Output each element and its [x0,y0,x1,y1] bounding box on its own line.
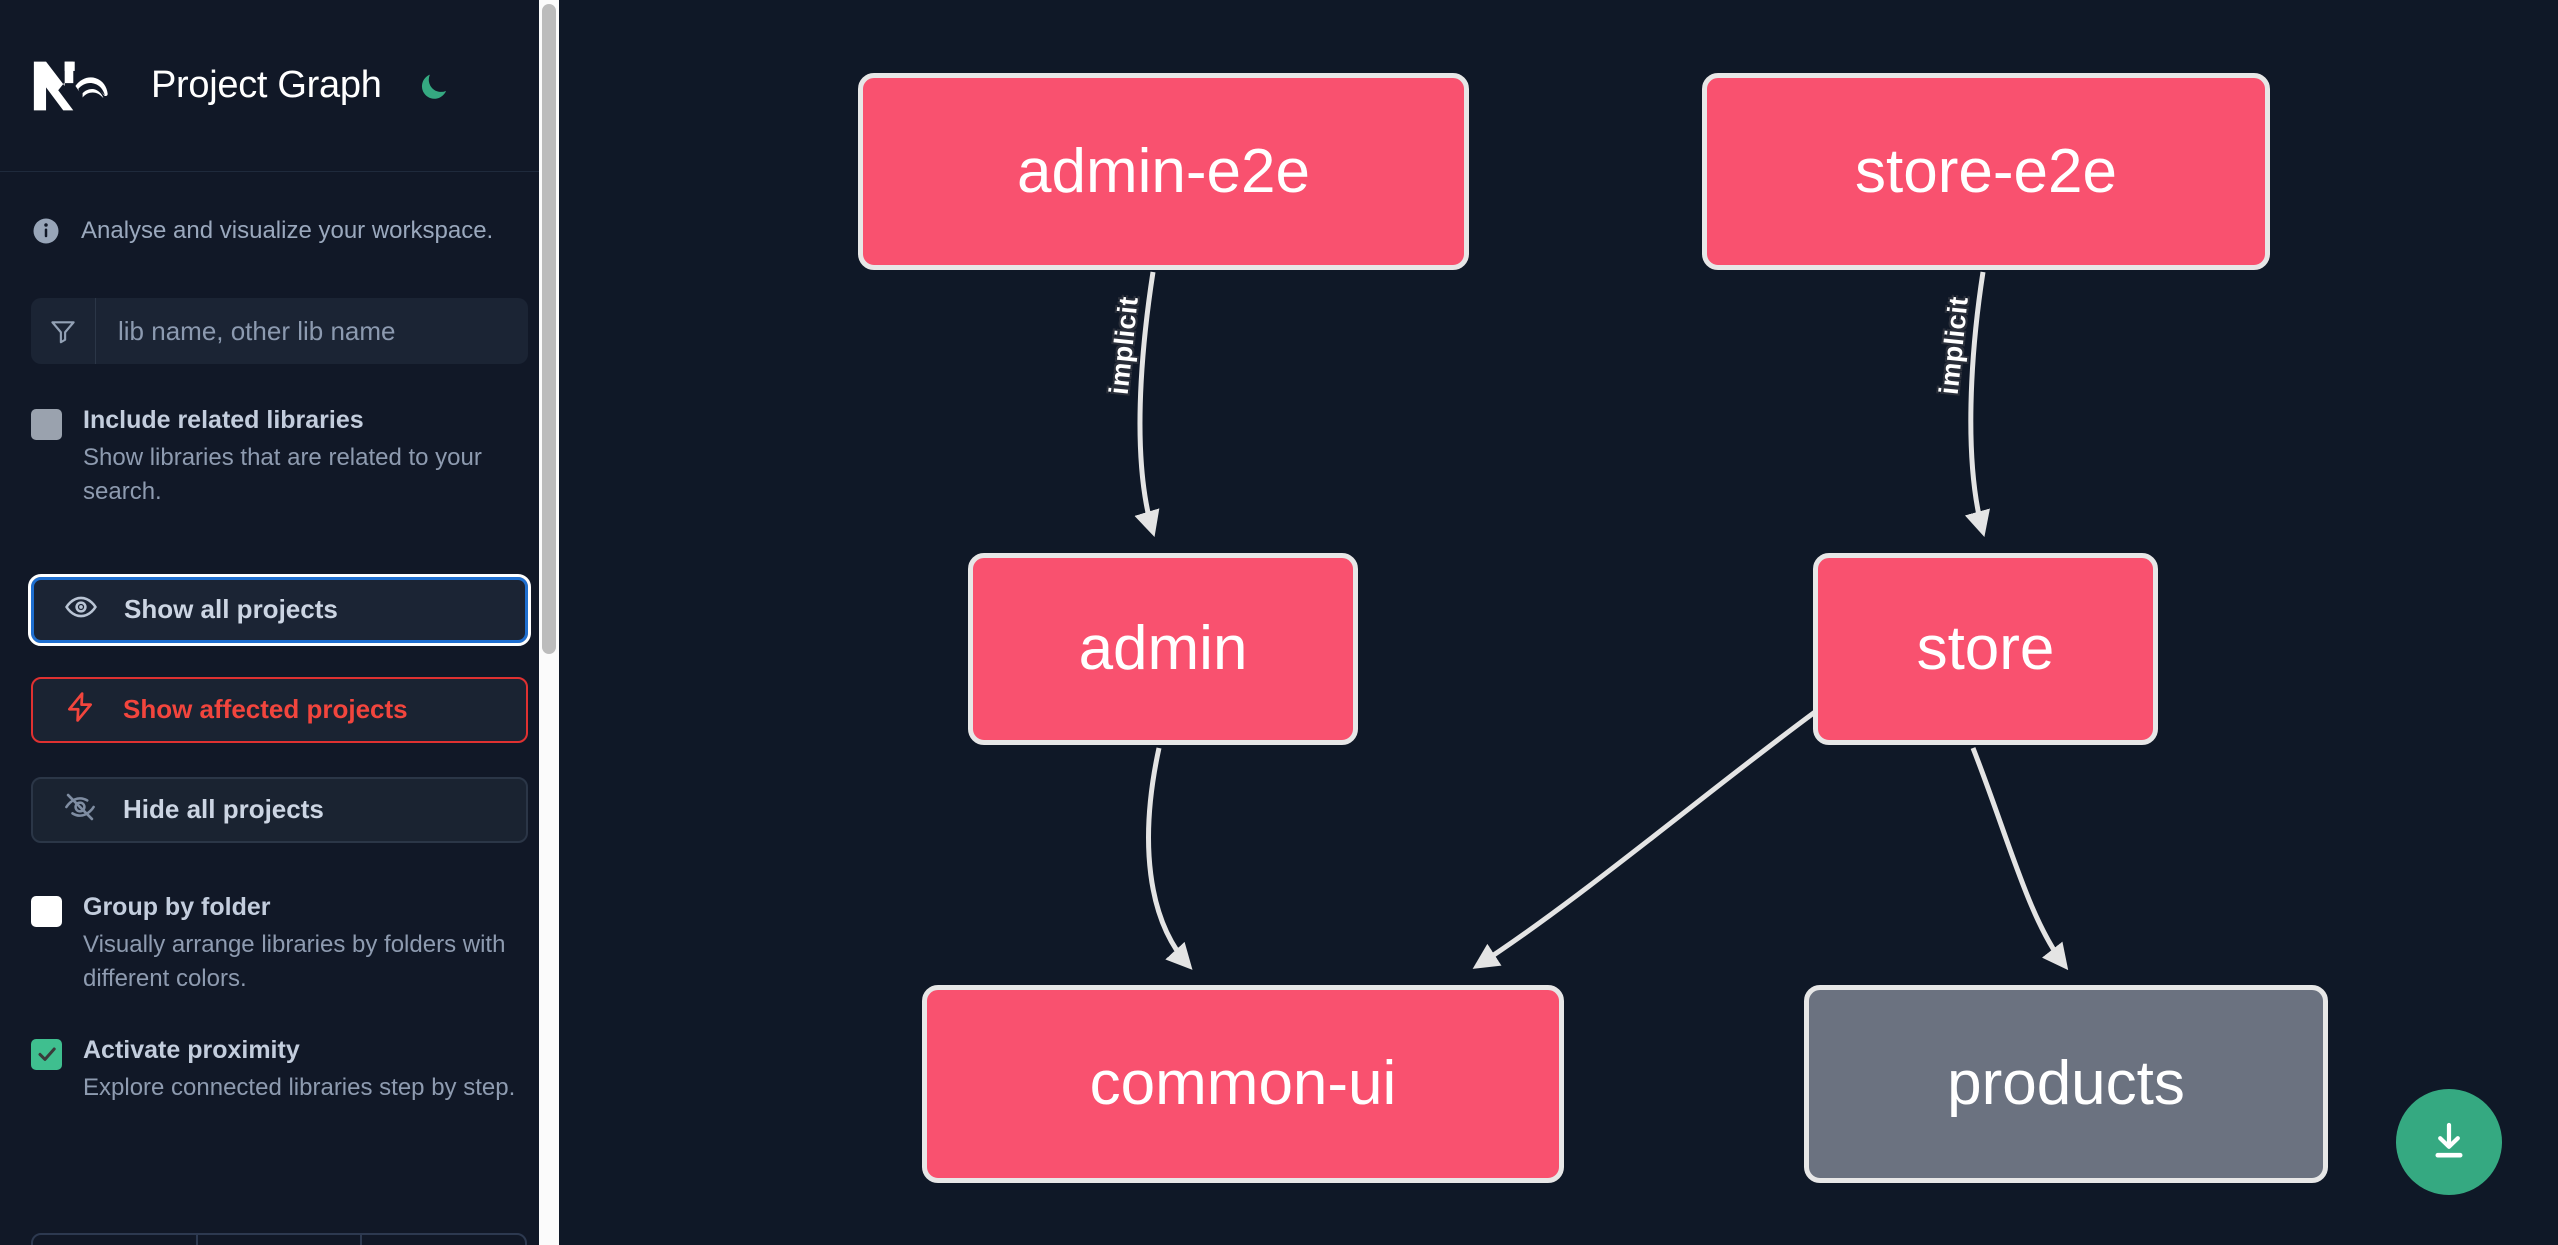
graph-node-label-products: products [1947,1049,2185,1118]
edge-admin-e2e-to-admin [1134,271,1160,537]
eye-icon [64,590,98,629]
moon-icon[interactable] [412,64,456,108]
show-all-projects-label: Show all projects [124,594,338,625]
graph-node-label-store-e2e: store-e2e [1855,136,2117,206]
eye-off-icon [63,790,97,829]
hide-all-projects-label: Hide all projects [123,794,324,825]
graph-node-products[interactable]: products [1804,985,2328,1183]
show-all-projects-button[interactable]: Show all projects [28,573,531,646]
edge-store-to-common-ui [1472,709,1817,969]
download-icon [2435,1122,2463,1158]
checkbox-row-include-related-libraries[interactable]: Include related libraries Show libraries… [0,404,559,509]
segmented-control-partial[interactable] [31,1233,527,1245]
checkbox-label-activate-proximity: Activate proximity [83,1035,300,1064]
check-icon [38,1047,56,1062]
sidebar-header: Project Graph [0,0,559,172]
hide-all-projects-button[interactable]: Hide all projects [31,776,528,843]
sidebar-scrollbar-thumb[interactable] [542,4,556,654]
checkbox-desc-group-by-folder: Visually arrange libraries by folders wi… [83,930,506,992]
graph-node-label-common-ui: common-ui [1089,1049,1397,1118]
download-image-button[interactable] [2396,1089,2502,1195]
info-icon [31,216,61,246]
checkbox-row-group-by-folder[interactable]: Group by folder Visually arrange librari… [0,891,559,996]
graph-node-store[interactable]: store [1813,553,2158,745]
checkbox-desc-activate-proximity: Explore connected libraries step by step… [83,1073,516,1101]
workspace-note: Analyse and visualize your workspace. [0,172,559,246]
graph-node-label-admin: admin [1078,614,1248,683]
search-input[interactable] [96,298,528,364]
segment-2[interactable] [198,1235,363,1245]
action-button-stack: Show all projects Show affected projects [28,573,531,843]
checkbox-label-group-by-folder: Group by folder [83,892,271,921]
show-affected-projects-label: Show affected projects [123,694,408,725]
checkbox-group-by-folder[interactable] [31,895,62,927]
graph-node-common-ui[interactable]: common-ui [922,985,1564,1183]
edge-store-e2e-to-store [1964,271,1990,538]
nx-logo [31,56,117,116]
lightning-bolt-icon [63,690,97,729]
workspace-note-text: Analyse and visualize your workspace. [81,217,494,244]
graph-node-store-e2e[interactable]: store-e2e [1702,73,2270,270]
sidebar: Project Graph Analyse and visualize yo [0,0,559,1245]
checkbox-include-related-libraries[interactable] [31,409,62,440]
show-affected-projects-button[interactable]: Show affected projects [31,676,528,743]
search-box [31,298,528,364]
filter-icon[interactable] [31,298,96,364]
graph-node-label-store: store [1916,614,2055,683]
segment-3[interactable] [362,1235,525,1245]
edge-admin-to-common-ui [1146,747,1193,970]
graph-node-admin[interactable]: admin [968,553,1358,745]
checkbox-desc-include-related-libraries: Show libraries that are related to your … [83,443,482,505]
graph-edges [1134,271,2069,971]
edge-store-to-products [1970,747,2069,971]
sidebar-scrollbar-track[interactable] [539,0,559,1245]
segment-1[interactable] [33,1235,198,1245]
graph-node-label-admin-e2e: admin-e2e [1017,136,1310,206]
checkbox-activate-proximity[interactable] [31,1038,62,1070]
checkbox-label-include-related-libraries: Include related libraries [83,406,364,434]
page-title: Project Graph [151,64,382,106]
checkbox-row-activate-proximity[interactable]: Activate proximity Explore connected lib… [0,1034,559,1105]
graph-canvas[interactable]: admin-e2e store-e2e admin store common-u… [559,0,2558,1245]
graph-node-admin-e2e[interactable]: admin-e2e [858,73,1469,270]
